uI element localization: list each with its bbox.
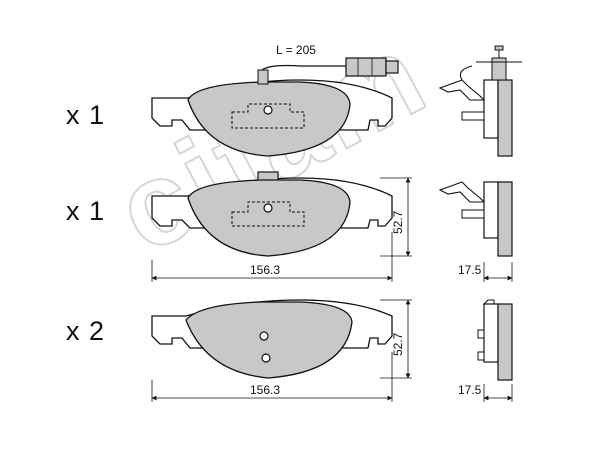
side-view-row-2: 17.5 (438, 181, 513, 282)
quantity-row-2: x 1 (66, 196, 106, 226)
friction-pad-2 (187, 179, 351, 257)
friction-pad-3 (185, 301, 353, 379)
wire-length-label: L = 205 (276, 43, 316, 57)
height-dimension-row-2: 52.7 (380, 177, 412, 257)
center-bracket-2 (231, 201, 305, 227)
quantity-row-3: x 2 (66, 316, 106, 346)
width-label-row-3: 156.3 (250, 383, 280, 397)
thickness-label-row-3: 17.5 (458, 383, 482, 397)
quantity-row-1: x 1 (66, 100, 106, 130)
sensor-connector (345, 57, 387, 77)
pad-row-3 (151, 299, 393, 379)
side-view-row-1 (438, 45, 522, 157)
width-dimension-row-2: 156.3 (151, 232, 393, 282)
hole-3a (259, 331, 269, 341)
thickness-label-row-2: 17.5 (458, 263, 482, 277)
width-dimension-row-3: 156.3 (151, 352, 393, 402)
hole-2 (263, 203, 273, 213)
height-dimension-row-3: 52.7 (380, 299, 412, 379)
width-label-row-2: 156.3 (250, 263, 280, 277)
pad-row-2 (151, 171, 393, 257)
hole-1 (263, 105, 273, 115)
friction-pad-1 (187, 81, 351, 157)
height-label-row-2: 52.7 (391, 210, 405, 234)
center-bracket-1 (231, 103, 305, 129)
hole-3b (261, 353, 271, 363)
side-view-row-3: 17.5 (458, 299, 513, 402)
height-label-row-3: 52.7 (391, 332, 405, 356)
pad-row-1: L = 205 (151, 43, 399, 157)
